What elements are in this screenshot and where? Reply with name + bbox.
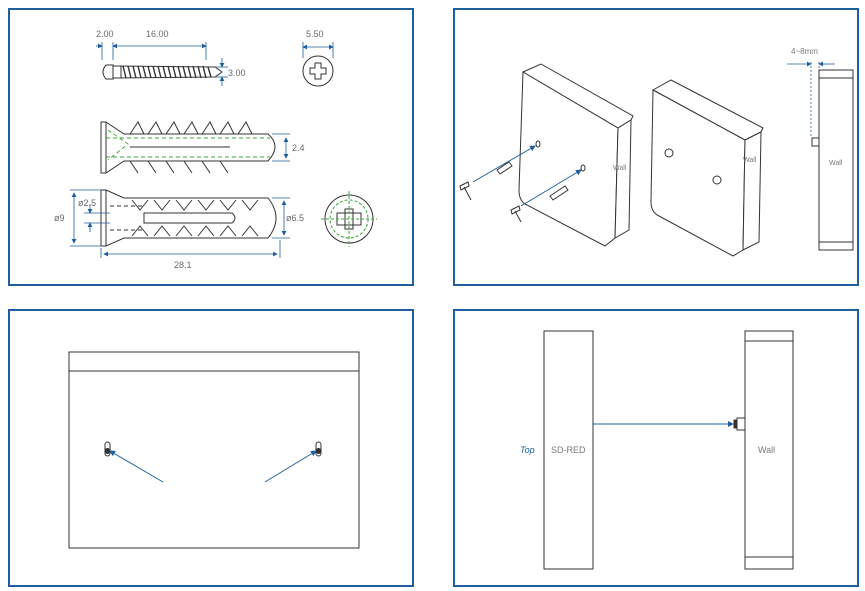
panel-side-view-to-wall: Top SD-RED Wall — [453, 309, 859, 587]
anchor-section-view — [100, 189, 277, 247]
wall-label-2: Wall — [743, 157, 757, 164]
anchor-end-view — [321, 191, 377, 247]
anchor-hole-dim: ø2.5 — [78, 198, 96, 208]
screw-dimension-lines — [96, 42, 228, 86]
device-side-body — [543, 330, 594, 570]
keyhole-right — [315, 441, 322, 457]
panel-screw-anchor-dimensions: 2.00 16.00 3.00 5.50 — [8, 8, 414, 286]
arrow-to-left-keyhole — [109, 450, 164, 483]
screw-head-dim: 2.00 — [96, 29, 114, 39]
wall-label-1: Wall — [613, 165, 627, 172]
anchor-length-dim: 28.1 — [174, 260, 192, 270]
screw-head-top-view — [302, 42, 334, 87]
screw-diameter-dim: 3.00 — [228, 68, 246, 78]
device-back-plate — [68, 351, 360, 549]
anchor-outer-dim: ø9 — [54, 213, 65, 223]
panel-wall-mounting-perspective: Wall Wall — [453, 8, 859, 286]
wall-block-with-anchors — [518, 63, 634, 247]
wall-label: Wall — [758, 445, 775, 455]
device-label: SD-RED — [551, 445, 586, 455]
wall-body — [733, 330, 794, 570]
panel1-drawing: 2.00 16.00 3.00 5.50 — [54, 29, 377, 270]
anchor-tip-dim: ø6.5 — [286, 213, 304, 223]
top-label: Top — [520, 445, 535, 455]
anchor-side-view — [100, 121, 276, 174]
screw-head-diameter-dim: 5.50 — [306, 29, 324, 39]
screw-and-anchor-set-lower — [510, 164, 586, 223]
anchor-guide-lines — [106, 129, 270, 161]
panel4-drawing: Top SD-RED Wall — [520, 330, 794, 570]
wall-block-with-screws — [650, 79, 764, 257]
screw-and-anchor-set-upper — [459, 140, 541, 201]
panel3-drawing — [68, 351, 360, 549]
panel2-drawing: Wall Wall — [459, 47, 854, 257]
arrow-to-right-keyhole — [264, 450, 317, 483]
screw-side-view — [102, 64, 223, 80]
panel-front-keyhole-view — [8, 309, 414, 587]
screw-length-dim: 16.00 — [146, 29, 169, 39]
keyhole-left — [104, 441, 111, 457]
gap-label: 4~8mm — [791, 47, 818, 56]
wall-label-3: Wall — [829, 160, 843, 167]
anchor-top-dim: 2.4 — [292, 143, 305, 153]
wall-side-view — [811, 69, 854, 251]
